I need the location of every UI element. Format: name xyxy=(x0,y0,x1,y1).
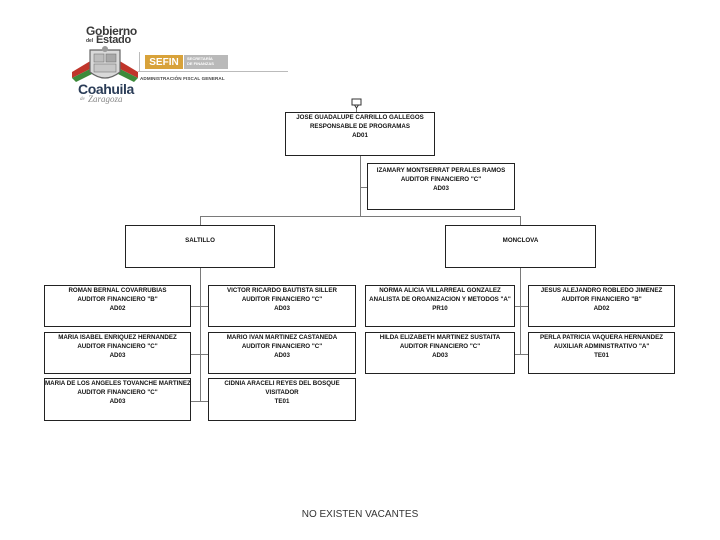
logo-del-text: del xyxy=(86,38,94,44)
connector xyxy=(200,216,201,225)
person-name: VICTOR RICARDO BAUTISTA SILLER xyxy=(227,287,337,294)
connector xyxy=(520,216,521,225)
org-box-staff: IZAMARY MONTSERRAT PERALES RAMOS AUDITOR… xyxy=(367,163,515,210)
position-code: AD03 xyxy=(274,351,290,359)
org-box-employee: MARIO IVAN MARTINEZ CASTAÑEDA AUDITOR FI… xyxy=(208,332,356,374)
position-code: AD02 xyxy=(109,304,126,312)
logo-estado-text: Estado xyxy=(96,34,131,46)
org-chart-node-icon xyxy=(351,98,362,109)
administracion-fiscal-label: ADMINISTRACIÓN FISCAL GENERAL xyxy=(140,76,225,81)
connector xyxy=(515,306,528,307)
logo-zaragoza-text: Zaragoza xyxy=(88,94,123,104)
connector xyxy=(360,187,367,188)
org-box-employee: VICTOR RICARDO BAUTISTA SILLER AUDITOR F… xyxy=(208,285,356,327)
position-title: AUDITOR FINANCIERO "C" xyxy=(241,342,323,350)
position-title: AUDITOR FINANCIERO "B" xyxy=(561,295,642,303)
org-box-employee: MARIA ISABEL ENRIQUEZ HERNANDEZ AUDITOR … xyxy=(44,332,191,374)
person-name: MARIA DE LOS ANGELES TOVANCHE MARTINEZ xyxy=(45,380,190,387)
header-rule xyxy=(138,71,288,72)
org-box-employee: JESUS ALEJANDRO ROBLEDO JIMENEZ AUDITOR … xyxy=(528,285,675,327)
position-title: AUDITOR FINANCIERO "C" xyxy=(241,295,323,303)
org-box-employee: HILDA ELIZABETH MARTINEZ SUSTAITA AUDITO… xyxy=(365,332,515,374)
connector xyxy=(200,216,521,217)
person-name: JOSE GUADALUPE CARRILLO GALLEGOS xyxy=(296,114,424,121)
person-name: MARIO IVAN MARTINEZ CASTAÑEDA xyxy=(226,334,338,341)
logo-coahuila-text: Coahuila xyxy=(78,81,134,97)
person-name: JESUS ALEJANDRO ROBLEDO JIMENEZ xyxy=(540,287,663,294)
position-title: AUDITOR FINANCIERO "B" xyxy=(77,295,158,303)
office-label: SALTILLO xyxy=(185,237,215,244)
logo-gobierno-text: Gobierno xyxy=(86,24,137,38)
connector xyxy=(200,268,201,402)
position-code: TE01 xyxy=(594,351,609,359)
org-box-employee: MARIA DE LOS ANGELES TOVANCHE MARTINEZ A… xyxy=(44,378,191,421)
office-label: MONCLOVA xyxy=(502,237,539,244)
position-code: AD03 xyxy=(433,184,449,192)
connector xyxy=(191,354,208,355)
person-name: NORMA ALICIA VILLARREAL GONZALEZ xyxy=(379,287,501,294)
position-code: PR10 xyxy=(432,304,448,312)
position-title: VISITADOR xyxy=(265,388,299,396)
person-name: PERLA PATRICIA VAQUERA HERNANDEZ xyxy=(539,334,664,341)
connector xyxy=(515,354,528,355)
org-box-office-saltillo: SALTILLO xyxy=(125,225,275,268)
vacancy-note: NO EXISTEN VACANTES xyxy=(301,509,419,520)
connector xyxy=(191,306,208,307)
connector xyxy=(191,401,208,402)
position-code: AD01 xyxy=(352,131,368,139)
position-code: AD03 xyxy=(109,351,126,359)
position-title: AUDITOR FINANCIERO "C" xyxy=(77,342,158,350)
person-name: CIDNIA ARACELI REYES DEL BOSQUE xyxy=(224,380,340,387)
position-code: AD03 xyxy=(432,351,448,359)
org-box-employee: ROMAN BERNAL COVARRUBIAS AUDITOR FINANCI… xyxy=(44,285,191,327)
secretaria-badge: SECRETARÍA DE FINANZAS xyxy=(184,55,228,69)
position-title: AUDITOR FINANCIERO "C" xyxy=(400,175,482,183)
sefin-logo-badge: SEFIN xyxy=(145,55,183,69)
logo-de-text: de xyxy=(80,97,85,102)
position-code: AD03 xyxy=(109,397,126,405)
position-code: AD03 xyxy=(274,304,290,312)
person-name: HILDA ELIZABETH MARTINEZ SUSTAITA xyxy=(379,334,501,341)
secretaria-line-2: DE FINANZAS xyxy=(187,61,214,66)
position-code: AD02 xyxy=(593,304,610,312)
person-name: MARIA ISABEL ENRIQUEZ HERNANDEZ xyxy=(58,334,177,341)
org-box-head: JOSE GUADALUPE CARRILLO GALLEGOS RESPONS… xyxy=(285,112,435,156)
org-box-employee: PERLA PATRICIA VAQUERA HERNANDEZ AUXILIA… xyxy=(528,332,675,374)
org-box-employee: NORMA ALICIA VILLARREAL GONZALEZ ANALIST… xyxy=(365,285,515,327)
position-title: AUXILIAR ADMINISTRATIVO "A" xyxy=(553,342,650,350)
org-box-office-monclova: MONCLOVA xyxy=(445,225,596,268)
secretaria-line-1: SECRETARÍA xyxy=(187,56,213,62)
connector xyxy=(356,108,357,112)
connector xyxy=(520,268,521,354)
position-title: ANALISTA DE ORGANIZACION Y METODOS "A" xyxy=(369,295,511,303)
coat-of-arms-icon xyxy=(72,46,138,82)
person-name: ROMAN BERNAL COVARRUBIAS xyxy=(68,287,167,294)
position-title: AUDITOR FINANCIERO "C" xyxy=(399,342,481,350)
position-code: TE01 xyxy=(274,397,290,405)
position-title: RESPONSABLE DE PROGRAMAS xyxy=(309,122,411,130)
person-name: IZAMARY MONTSERRAT PERALES RAMOS xyxy=(376,167,506,174)
org-box-employee: CIDNIA ARACELI REYES DEL BOSQUE VISITADO… xyxy=(208,378,356,421)
connector xyxy=(360,156,361,216)
position-title: AUDITOR FINANCIERO "C" xyxy=(77,388,158,396)
logo-divider xyxy=(139,52,140,72)
